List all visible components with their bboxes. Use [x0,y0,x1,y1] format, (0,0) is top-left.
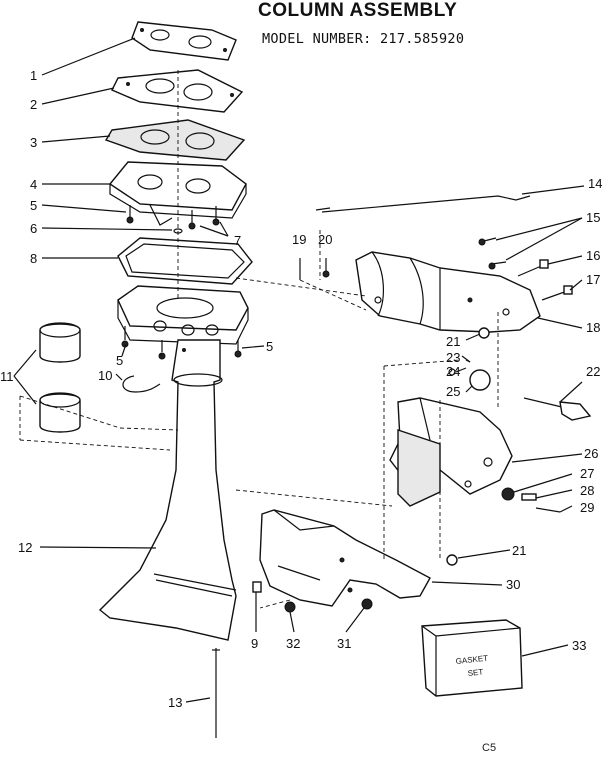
callout-28: 28 [580,483,594,498]
part-11-clamps [39,322,81,433]
callout-5-right: 5 [266,339,273,354]
callout-11: 11 [0,369,14,384]
callout-7: 7 [234,233,241,248]
parts-19-20 [299,258,330,280]
part-22-bolt [523,397,592,421]
callout-23: 23 [446,350,460,365]
callout-6: 6 [30,221,37,236]
part-14-rod [315,195,531,213]
gasket-set-label-2: SET [467,667,484,678]
part-26-swivel-bracket [389,397,513,507]
callout-25: 25 [446,384,460,399]
part-12-column [98,339,237,641]
callout-31: 31 [337,636,351,651]
callout-5-left: 5 [116,353,123,368]
callout-18: 18 [586,320,600,335]
callout-26: 26 [584,446,598,461]
model-number: MODEL NUMBER: 217.585920 [262,31,465,47]
parts-27-29 [501,487,561,513]
parts-21-25 [448,327,491,391]
callout-19: 19 [292,232,306,247]
callout-20: 20 [318,232,332,247]
callout-21-upper: 21 [446,334,460,349]
part-5-screws-top [126,205,220,234]
callout-21-lower: 21 [512,543,526,558]
callout-15: 15 [586,210,600,225]
callout-1: 1 [30,68,37,83]
part-33-gasket-set [421,619,523,697]
gasket-set-label-1: GASKET [455,654,488,666]
part-10-clip [122,375,161,393]
callout-numbers: 1 2 3 4 5 6 7 8 5 5 10 11 12 13 14 15 16… [0,68,602,710]
part-1-gasket [131,21,237,61]
callout-29: 29 [580,500,594,515]
callout-32: 32 [286,636,300,651]
callout-9: 9 [251,636,258,651]
corner-code: C5 [482,742,497,754]
assembly-lines [19,70,499,609]
callout-16: 16 [586,248,600,263]
part-18-bracket [355,251,541,333]
callout-8: 8 [30,251,37,266]
leader-lines [13,37,585,703]
callout-22: 22 [586,364,600,379]
callout-13: 13 [168,695,182,710]
small-nuts [252,581,373,613]
callout-30: 30 [506,577,520,592]
part-8-gasket [117,237,253,285]
callout-27: 27 [580,466,594,481]
callout-17: 17 [586,272,600,287]
callout-5-top: 5 [30,198,37,213]
callout-10: 10 [98,368,112,383]
part-30-lower-bracket [259,509,431,607]
part-3-gasket [104,119,246,161]
part-2-plate [111,69,244,113]
callout-14: 14 [588,176,602,191]
callout-12: 12 [18,540,32,555]
callout-2: 2 [30,97,37,112]
callout-24: 24 [446,364,460,379]
diagram-title: COLUMN ASSEMBLY [258,0,458,21]
part-13-stud [212,648,220,738]
callout-3: 3 [30,135,37,150]
callout-33: 33 [572,638,586,653]
callout-4: 4 [30,177,37,192]
part-21-lower-washer [446,554,458,566]
